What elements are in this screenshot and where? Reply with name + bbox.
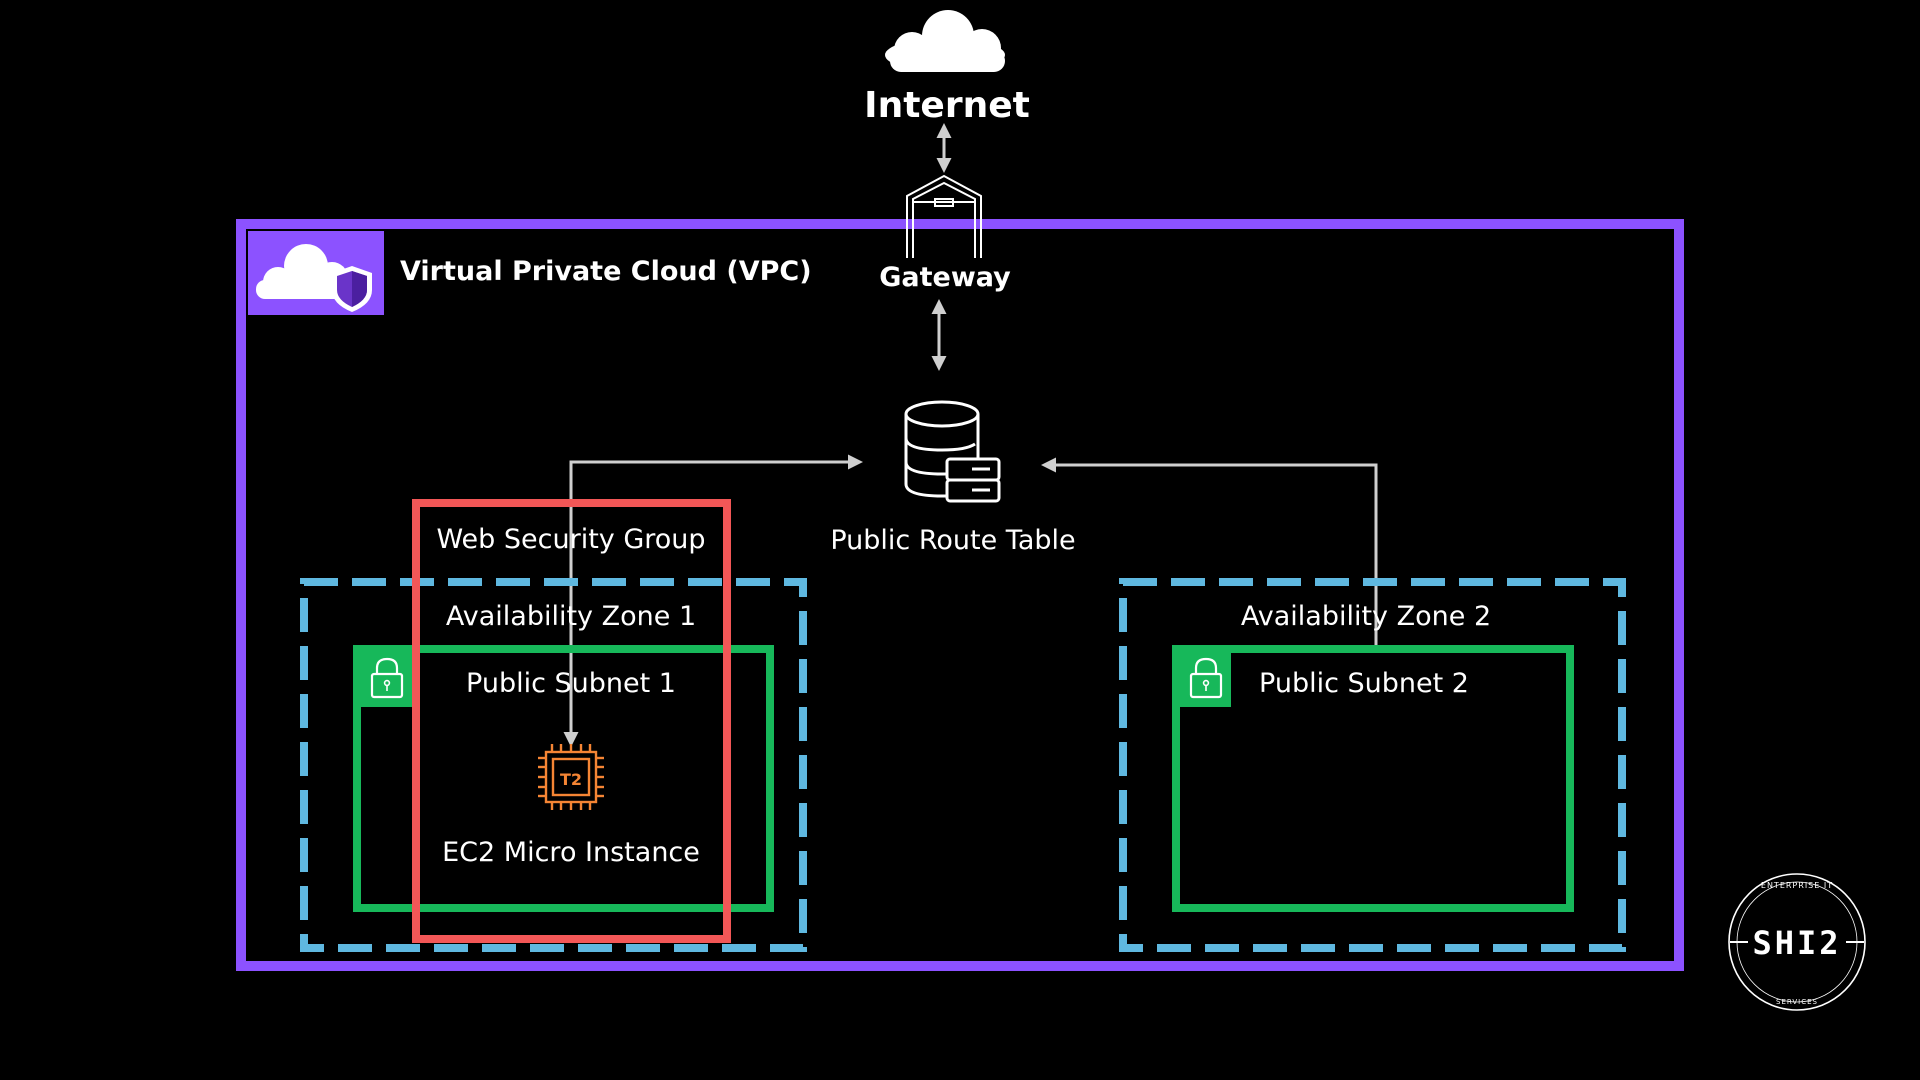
logo-top-text: ENTERPRISE IT	[1761, 881, 1833, 890]
vpc-cloud-shield-icon	[248, 231, 384, 315]
route-table-label: Public Route Table	[830, 525, 1076, 556]
lock-icon	[1176, 649, 1231, 707]
shi2-logo: SHI2 ENTERPRISE IT SERVICES	[1728, 873, 1866, 1011]
route-table-subnet2-connector	[1041, 457, 1378, 648]
public-subnet-1-boundary	[353, 645, 774, 912]
ec2-chip-text: T2	[560, 770, 582, 789]
internet-gateway-icon	[906, 174, 982, 258]
availability-zone-1-label: Availability Zone 1	[445, 601, 697, 632]
availability-zone-1-boundary	[300, 578, 807, 952]
vpc-boundary	[236, 219, 1684, 971]
gateway-label: Gateway	[879, 262, 1011, 293]
availability-zone-2-label: Availability Zone 2	[1240, 601, 1492, 632]
internet-label: Internet	[864, 85, 1030, 126]
security-group-label: Web Security Group	[436, 524, 706, 555]
logo-bottom-text: SERVICES	[1776, 998, 1818, 1006]
logo-name: SHI2	[1752, 924, 1841, 962]
route-table-database-icon	[904, 400, 1001, 503]
public-subnet-2-boundary	[1172, 645, 1574, 912]
ec2-instance-label: EC2 Micro Instance	[442, 837, 700, 868]
public-subnet-1-label: Public Subnet 1	[466, 668, 676, 699]
ec2-chip-icon: T2	[538, 744, 604, 810]
availability-zone-2-boundary	[1119, 578, 1626, 952]
vpc-label: Virtual Private Cloud (VPC)	[400, 256, 812, 287]
web-security-group-boundary	[412, 499, 731, 943]
public-subnet-2-label: Public Subnet 2	[1259, 668, 1469, 699]
lock-icon	[357, 649, 412, 707]
cloud-icon	[885, 10, 1005, 72]
